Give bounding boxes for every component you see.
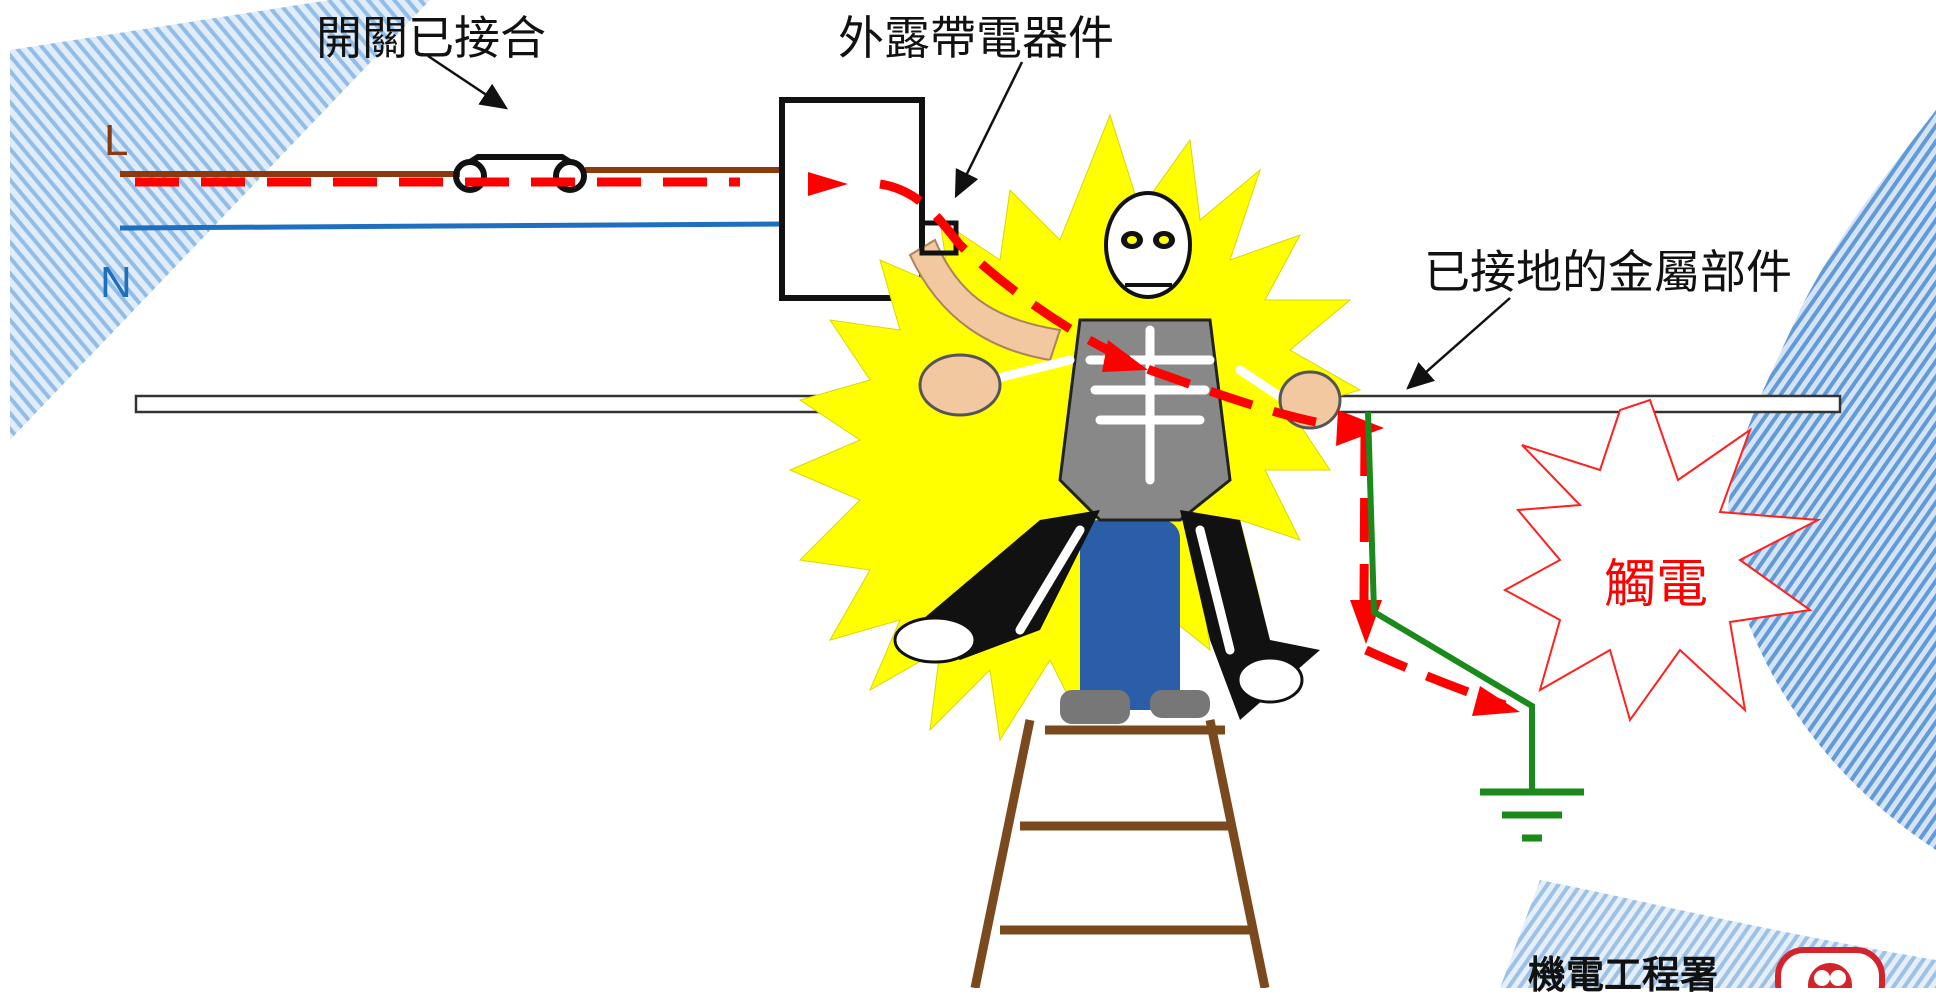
earth-wire bbox=[1365, 411, 1535, 790]
neutral-wire-label: N bbox=[100, 258, 132, 307]
appliance-box bbox=[779, 97, 925, 301]
ladder bbox=[970, 719, 1270, 989]
live-wire-label: L bbox=[104, 116, 129, 165]
earthed-metal-part-label: 已接地的金屬部件 bbox=[1424, 245, 1792, 299]
shock-burst bbox=[1502, 398, 1822, 723]
switch-closed-label: 開關已接合 bbox=[316, 11, 546, 65]
emsd-logo-icon bbox=[1775, 947, 1885, 999]
closed-switch-icon bbox=[453, 154, 587, 193]
background-stripes-left bbox=[10, 0, 430, 440]
electric-shock-label: 觸電 bbox=[1604, 555, 1709, 615]
label-leaders bbox=[427, 54, 1511, 390]
person-figure bbox=[908, 238, 1210, 724]
neutral-wire bbox=[119, 221, 783, 231]
exposed-live-part-label: 外露帶電器件 bbox=[838, 11, 1114, 65]
organization-label: 機電工程署 bbox=[1528, 953, 1719, 997]
live-wire bbox=[120, 167, 782, 177]
earth-ground-icon bbox=[1480, 788, 1584, 842]
